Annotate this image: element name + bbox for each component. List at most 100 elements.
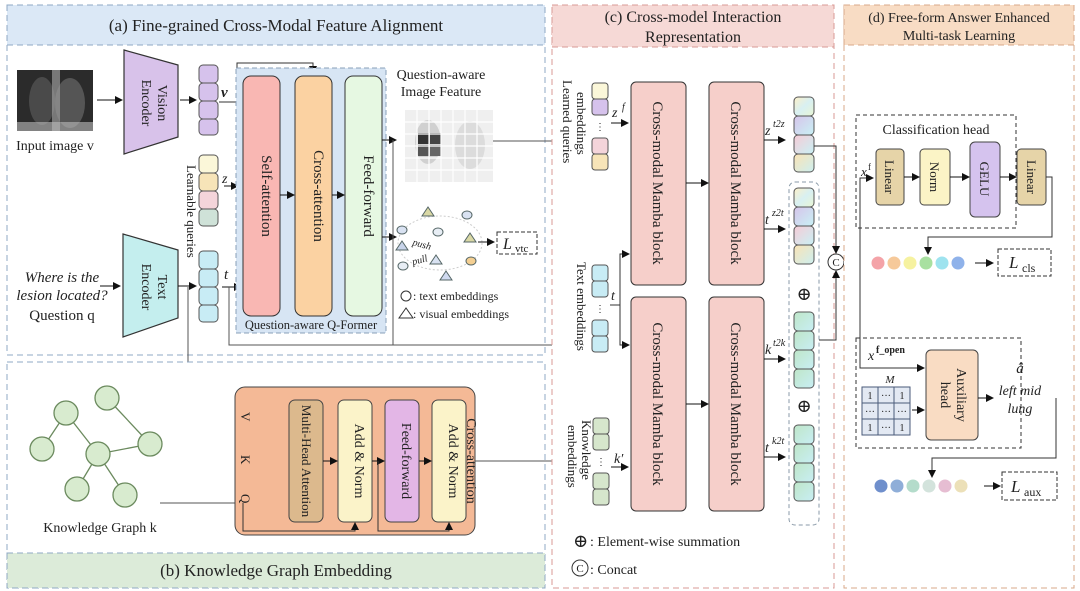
matrix-value: ··· [865, 407, 875, 418]
learnable-queries-label: Learnable queries [184, 165, 199, 258]
answer-hat: â [1016, 361, 1024, 377]
question-label: Question q [29, 308, 95, 324]
z-t2z-tokens [793, 96, 815, 173]
svg-text:Encoder: Encoder [138, 80, 153, 127]
svg-text:Multi-task Learning: Multi-task Learning [903, 29, 1015, 44]
auxiliary-section: x f_open M 1···1·········1···1 Auxiliary… [855, 337, 1042, 449]
svg-text:C: C [576, 563, 583, 575]
kg-label: Knowledge Graph k [43, 521, 157, 536]
svg-text:Add & Norm: Add & Norm [351, 424, 366, 499]
sum-icon: ⊕ [796, 396, 811, 416]
prediction-dot [951, 256, 965, 270]
matrix-value: ··· [881, 407, 891, 418]
aux-prediction-dots [874, 479, 968, 493]
learned-query-tokens: ⋮ [591, 82, 609, 171]
qformer-self-attention: Self-attention [258, 155, 274, 237]
svg-text:k: k [765, 343, 772, 358]
svg-text:Encoder: Encoder [138, 264, 153, 311]
loss-vtc: L vtc [496, 231, 538, 255]
svg-text:f: f [622, 102, 626, 113]
kg-cross-attention: V K Q Multi-Head Attention Add & Norm Fe… [234, 386, 478, 536]
qa-feature-line2: Image Feature [401, 85, 481, 100]
matrix-value: 1 [900, 391, 905, 402]
svg-text:vtc: vtc [515, 243, 529, 255]
contrastive-legend: : text embeddings : visual embeddings [398, 289, 509, 321]
input-image-label: Input image v [16, 139, 94, 154]
t-z2t-tokens [793, 187, 815, 265]
panel-b-footer [6, 552, 546, 589]
mamba-blocks: Cross-modal Mamba block Cross-modal Mamb… [630, 81, 765, 512]
svg-text:M: M [884, 374, 895, 386]
mamba-block-1: Cross-modal Mamba block [649, 101, 665, 265]
symbol-t: t [224, 267, 229, 283]
prediction-dot [874, 479, 888, 493]
svg-text:(d) Free-form Answer Enhanced: (d) Free-form Answer Enhanced [868, 11, 1050, 26]
prediction-dot [903, 256, 917, 270]
svg-text:L: L [1010, 477, 1020, 496]
svg-text:cls: cls [1022, 261, 1036, 275]
matrix-cell [893, 418, 911, 436]
input-k: K [238, 455, 253, 465]
svg-text:z: z [764, 124, 771, 139]
vision-tokens [198, 64, 219, 136]
loss-aux: L aux [1001, 471, 1058, 501]
answer-line1: left mid [999, 384, 1042, 399]
svg-text:L: L [502, 236, 512, 253]
svg-text:⋮: ⋮ [595, 122, 605, 133]
prediction-dot [890, 479, 904, 493]
panel-b-title: (b) Knowledge Graph Embedding [160, 561, 392, 580]
vision-encoder: Vision Encoder [123, 49, 179, 155]
svg-text:z2t: z2t [771, 208, 784, 219]
t-k2t-tokens [793, 424, 815, 502]
qa-feature-line1: Question-aware [397, 68, 486, 83]
mamba-block-4: Cross-modal Mamba block [727, 322, 743, 486]
svg-text:Knowledge: Knowledge [579, 420, 594, 480]
svg-text:z: z [611, 106, 618, 121]
svg-text:Vision: Vision [154, 85, 169, 122]
sum-icon: ⊕ [796, 284, 811, 304]
symbol-z: z [221, 172, 228, 187]
svg-text:Learned queries: Learned queries [560, 80, 575, 163]
pull-label: pull [410, 253, 429, 268]
svg-text:Linear: Linear [1024, 160, 1039, 195]
question-line2: lesion located? [16, 288, 108, 304]
summed-group [788, 181, 820, 526]
panel-a-header [6, 4, 546, 46]
matrix-m: 1···1·········1···1 [861, 386, 911, 436]
matrix-value: ··· [897, 407, 907, 418]
svg-text:L: L [1008, 253, 1018, 272]
svg-text:: Concat: : Concat [590, 563, 637, 578]
svg-text:x: x [860, 164, 867, 179]
learnable-query-tokens [198, 154, 219, 227]
prediction-dot [871, 256, 885, 270]
svg-text:t: t [765, 213, 770, 228]
svg-text:Text embeddings: Text embeddings [574, 262, 589, 351]
svg-text:⋮: ⋮ [595, 304, 605, 315]
loss-cls: L cls [997, 248, 1052, 277]
prediction-dot [919, 256, 933, 270]
cross-attention-label: Cross-attention [463, 418, 478, 504]
svg-text:Multi-Head Attention: Multi-Head Attention [299, 405, 314, 518]
mamba-block-2: Cross-modal Mamba block [727, 101, 743, 265]
svg-text:Auxiliary: Auxiliary [953, 368, 968, 422]
k-t2k-tokens [793, 311, 815, 389]
input-image [17, 70, 93, 131]
auxiliary-head [925, 349, 979, 441]
svg-text:C: C [832, 257, 839, 269]
matrix-value: 1 [868, 391, 873, 402]
text-embedding-tokens: ⋮ [591, 264, 609, 353]
prediction-dot [906, 479, 920, 493]
svg-text:t: t [611, 289, 616, 304]
text-encoder: Text Encoder [122, 233, 179, 338]
knowledge-embedding-tokens: ⋮ [592, 417, 610, 506]
prediction-dot [938, 479, 952, 493]
question-line1: Where is the [25, 270, 100, 286]
svg-text:⋮: ⋮ [596, 457, 606, 468]
symbol-v: v [221, 85, 228, 101]
svg-text:Add & Norm: Add & Norm [445, 424, 460, 499]
qformer-feed-forward: Feed-forward [360, 155, 376, 237]
prediction-dot [887, 256, 901, 270]
svg-text:Linear: Linear [882, 160, 897, 195]
svg-text:k′: k′ [614, 452, 624, 467]
